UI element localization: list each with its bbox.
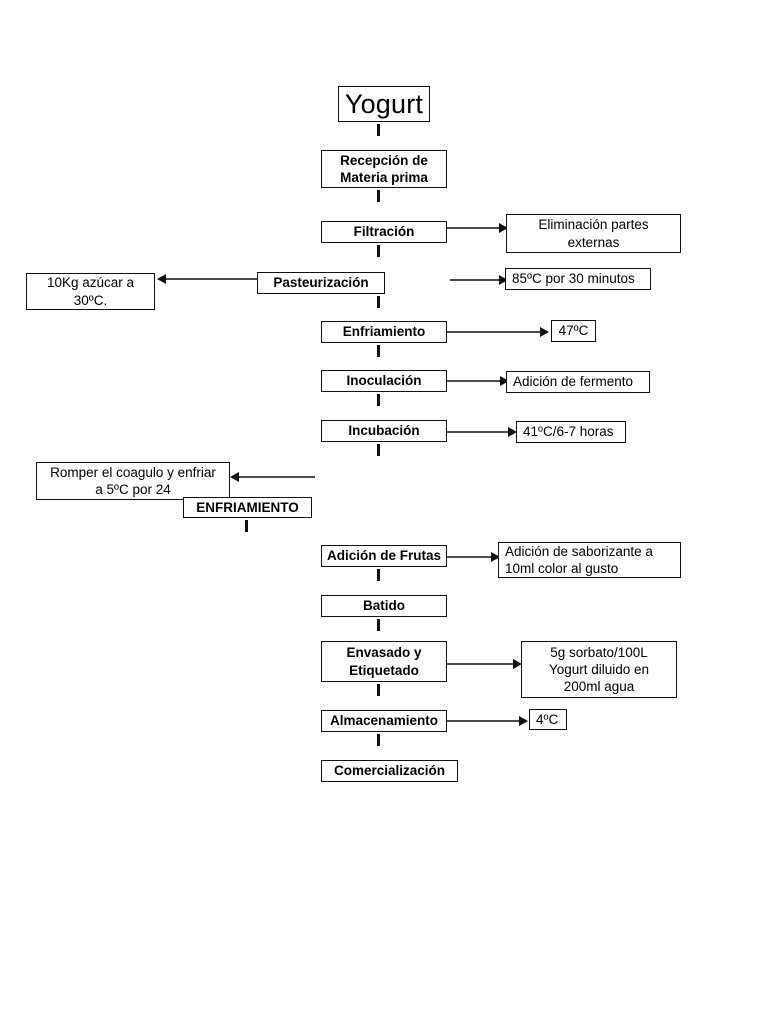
arrow-line-almacenamiento-temp	[447, 720, 520, 722]
arrow-head-enfriamiento2-romper	[230, 472, 239, 482]
annotation-node-romper-coagulo: Romper el coagulo y enfriar a 5ºC por 24	[36, 462, 230, 500]
connector-envasado-almacenamiento	[377, 684, 380, 696]
arrow-head-envasado-sorbato	[513, 659, 522, 669]
arrow-head-pasteurizacion-azucar	[157, 274, 166, 284]
annotation-node-temp-enfriamiento: 47ºC	[551, 320, 596, 342]
connector-incubacion-enfriamiento2	[377, 444, 380, 456]
process-node-envasado[interactable]: Envasado y Etiquetado	[321, 641, 447, 682]
connector-title-recepcion	[377, 124, 380, 136]
arrow-head-adicionfrutas-saborizante	[491, 552, 500, 562]
annotation-node-azucar: 10Kg azúcar a 30ºC.	[26, 273, 155, 310]
arrow-line-envasado-sorbato	[447, 663, 514, 665]
arrow-head-incubacion-param	[508, 427, 517, 437]
annotation-node-pasteurizacion-param: 85ºC por 30 minutos	[505, 268, 651, 290]
arrow-line-incubacion-param	[447, 431, 510, 433]
arrow-line-enfriamiento-temp	[447, 331, 542, 333]
connector-recepcion-filtracion	[377, 190, 380, 202]
connector-inoculacion-incubacion	[377, 394, 380, 406]
process-node-adicion-frutas[interactable]: Adición de Frutas	[321, 545, 447, 567]
connector-adicionfrutas-batido	[377, 569, 380, 581]
diagram-title-box: Yogurt	[338, 86, 430, 122]
process-node-inoculacion[interactable]: Inoculación	[321, 370, 447, 392]
process-node-recepcion[interactable]: Recepción de Materia prima	[321, 150, 447, 188]
arrow-line-adicionfrutas-saborizante	[447, 556, 492, 558]
annotation-node-sorbato: 5g sorbato/100L Yogurt diluido en 200ml …	[521, 641, 677, 698]
annotation-node-eliminacion: Eliminación partes externas	[506, 214, 681, 253]
connector-filtracion-pasteurizacion	[377, 245, 380, 257]
annotation-node-saborizante: Adición de saborizante a 10ml color al g…	[498, 542, 681, 578]
connector-pasteurizacion-enfriamiento	[377, 296, 380, 308]
process-node-enfriamiento-2[interactable]: ENFRIAMIENTO	[183, 497, 312, 518]
process-node-pasteurizacion[interactable]: Pasteurización	[257, 272, 385, 294]
connector-enfriamiento2-adicionfrutas	[245, 520, 248, 532]
process-node-batido[interactable]: Batido	[321, 595, 447, 617]
process-node-comercializacion[interactable]: Comercialización	[321, 760, 458, 782]
process-node-incubacion[interactable]: Incubación	[321, 420, 447, 442]
annotation-node-temp-almacenamiento: 4ºC	[529, 709, 567, 730]
arrow-head-almacenamiento-temp	[519, 716, 528, 726]
process-node-filtracion[interactable]: Filtración	[321, 221, 447, 243]
arrow-head-pasteurizacion-param	[499, 275, 508, 285]
arrow-head-enfriamiento-temp	[540, 327, 549, 337]
connector-enfriamiento-inoculacion	[377, 345, 380, 357]
arrow-line-enfriamiento2-romper	[238, 476, 315, 478]
connector-almacenamiento-comercializacion	[377, 734, 380, 746]
arrow-head-inoculacion-fermento	[500, 376, 509, 386]
process-node-almacenamiento[interactable]: Almacenamiento	[321, 710, 447, 732]
connector-batido-envasado	[377, 619, 380, 631]
arrow-line-pasteurizacion-azucar	[166, 278, 257, 280]
annotation-node-fermento: Adición de fermento	[506, 371, 650, 393]
arrow-line-pasteurizacion-param	[450, 279, 500, 281]
process-node-enfriamiento[interactable]: Enfriamiento	[321, 321, 447, 343]
arrow-line-inoculacion-fermento	[447, 380, 502, 382]
annotation-node-incubacion-param: 41ºC/6-7 horas	[516, 421, 626, 443]
arrow-head-filtracion-eliminacion	[499, 223, 508, 233]
arrow-line-filtracion-eliminacion	[447, 227, 500, 229]
